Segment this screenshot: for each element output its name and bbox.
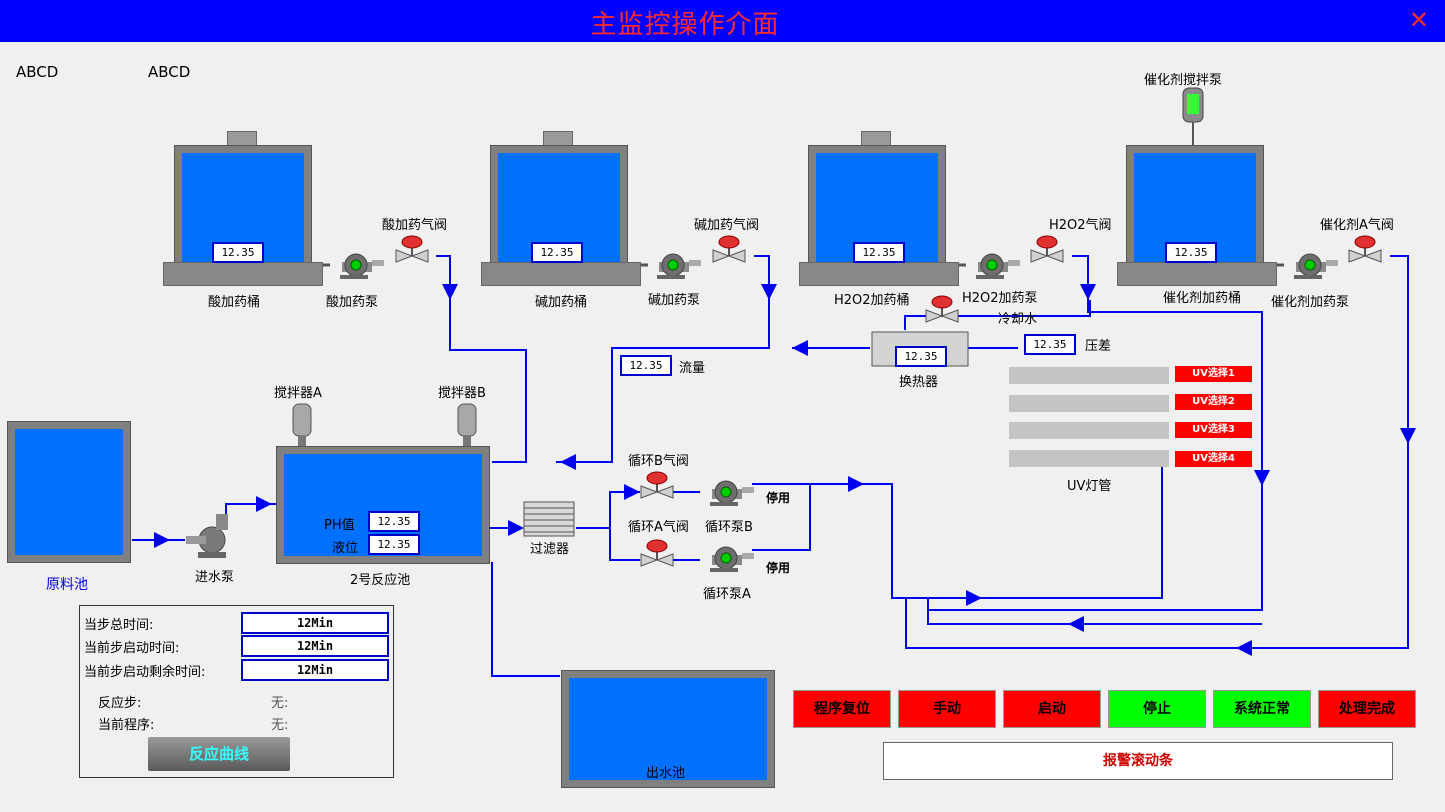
tank-base: [163, 262, 323, 286]
uv-select-4-button[interactable]: UV选择4: [1175, 451, 1252, 467]
acid-valve-label: 酸加药气阀: [382, 218, 448, 233]
catalyst-valve-label: 催化剂A气阀: [1320, 218, 1394, 233]
uv-select-3-button[interactable]: UV选择3: [1175, 422, 1252, 438]
flow-label: 流量: [679, 361, 706, 376]
h2o2-valve-label: H2O2气阀: [1049, 218, 1112, 233]
heat-exchanger-label: 换热器: [899, 375, 939, 390]
manual-button[interactable]: 手动: [898, 690, 996, 728]
step-value: 无:: [271, 696, 289, 711]
program-reset-button[interactable]: 程序复位: [793, 690, 891, 728]
filter-label: 过滤器: [530, 542, 570, 557]
alarm-scroll-bar[interactable]: 报警滚动条: [883, 742, 1393, 780]
base-value: 12.35: [531, 242, 583, 263]
circ-b-valve-label: 循环B气阀: [628, 454, 689, 469]
base-pump-label: 碱加药泵: [648, 293, 701, 308]
total-time-field: 12Min: [241, 612, 389, 634]
cooling-valve-label: 冷却水: [998, 312, 1038, 327]
stirrer-label: 催化剂搅拌泵: [1144, 73, 1223, 88]
catalyst-value: 12.35: [1165, 242, 1217, 263]
title-bar: 主监控操作介面 ✕: [0, 0, 1445, 42]
acid-tank-label: 酸加药桶: [208, 295, 261, 310]
raw-tank-label: 原料池: [46, 577, 88, 593]
header-label-2: ABCD: [148, 63, 191, 81]
circ-b-status: 停用: [766, 491, 791, 505]
uv-lamp-label: UV灯管: [1067, 479, 1112, 494]
h2o2-value: 12.35: [853, 242, 905, 263]
close-icon[interactable]: ✕: [1408, 6, 1429, 34]
circ-a-valve-label: 循环A气阀: [628, 520, 689, 535]
remain-time-field: 12Min: [241, 659, 389, 681]
catalyst-pump-label: 催化剂加药泵: [1271, 295, 1350, 310]
circ-a-pump-label: 循环泵A: [703, 587, 751, 602]
catalyst-tank-label: 催化剂加药桶: [1163, 291, 1242, 306]
mixer-a-label: 搅拌器A: [274, 386, 322, 401]
window-title: 主监控操作介面: [590, 10, 780, 40]
uv-lamp-1: [1009, 367, 1169, 384]
inlet-pump-label: 进水泵: [195, 570, 235, 585]
reaction-curve-button[interactable]: 反应曲线: [148, 737, 290, 771]
pressure-label: 压差: [1085, 339, 1112, 354]
step-label: 反应步:: [98, 696, 142, 711]
system-normal-button[interactable]: 系统正常: [1213, 690, 1311, 728]
flow-value: 12.35: [620, 355, 672, 376]
stop-button[interactable]: 停止: [1108, 690, 1206, 728]
program-value: 无:: [271, 718, 289, 733]
uv-select-2-button[interactable]: UV选择2: [1175, 394, 1252, 410]
base-tank-label: 碱加药桶: [535, 295, 588, 310]
status-panel: 当步总时间: 12Min 当前步启动时间: 12Min 当前步启动剩余时间: 1…: [79, 605, 394, 778]
raw-tank: [7, 421, 131, 563]
uv-lamp-3: [1009, 422, 1169, 439]
start-time-field: 12Min: [241, 635, 389, 657]
h2o2-pump-label: H2O2加药泵: [962, 291, 1038, 306]
mixer-b-label: 搅拌器B: [438, 386, 486, 401]
ph-label: PH值: [324, 518, 355, 533]
circ-a-status: 停用: [766, 561, 791, 575]
process-complete-button[interactable]: 处理完成: [1318, 690, 1416, 728]
uv-lamp-4: [1009, 450, 1169, 467]
level-value: 12.35: [368, 534, 420, 555]
tank-base: [481, 262, 641, 286]
outlet-tank: [561, 670, 775, 788]
acid-value: 12.35: [212, 242, 264, 263]
acid-pump-label: 酸加药泵: [326, 295, 379, 310]
tank-base: [1117, 262, 1277, 286]
start-button[interactable]: 启动: [1003, 690, 1101, 728]
outlet-tank-label: 出水池: [646, 766, 686, 781]
tank-base: [799, 262, 959, 286]
pressure-value: 12.35: [1024, 334, 1076, 355]
uv-select-1-button[interactable]: UV选择1: [1175, 366, 1252, 382]
base-valve-label: 碱加药气阀: [694, 218, 760, 233]
h2o2-tank-label: H2O2加药桶: [834, 293, 910, 308]
remain-time-label: 当前步启动剩余时间:: [84, 665, 206, 680]
total-time-label: 当步总时间:: [84, 618, 154, 633]
header-label-1: ABCD: [16, 63, 59, 81]
heat-value: 12.35: [895, 346, 947, 367]
start-time-label: 当前步启动时间:: [84, 641, 180, 656]
reactor-label: 2号反应池: [350, 573, 411, 588]
level-label: 液位: [332, 541, 359, 556]
ph-value: 12.35: [368, 511, 420, 532]
uv-lamp-2: [1009, 395, 1169, 412]
program-label: 当前程序:: [98, 718, 155, 733]
circ-b-pump-label: 循环泵B: [705, 520, 753, 535]
